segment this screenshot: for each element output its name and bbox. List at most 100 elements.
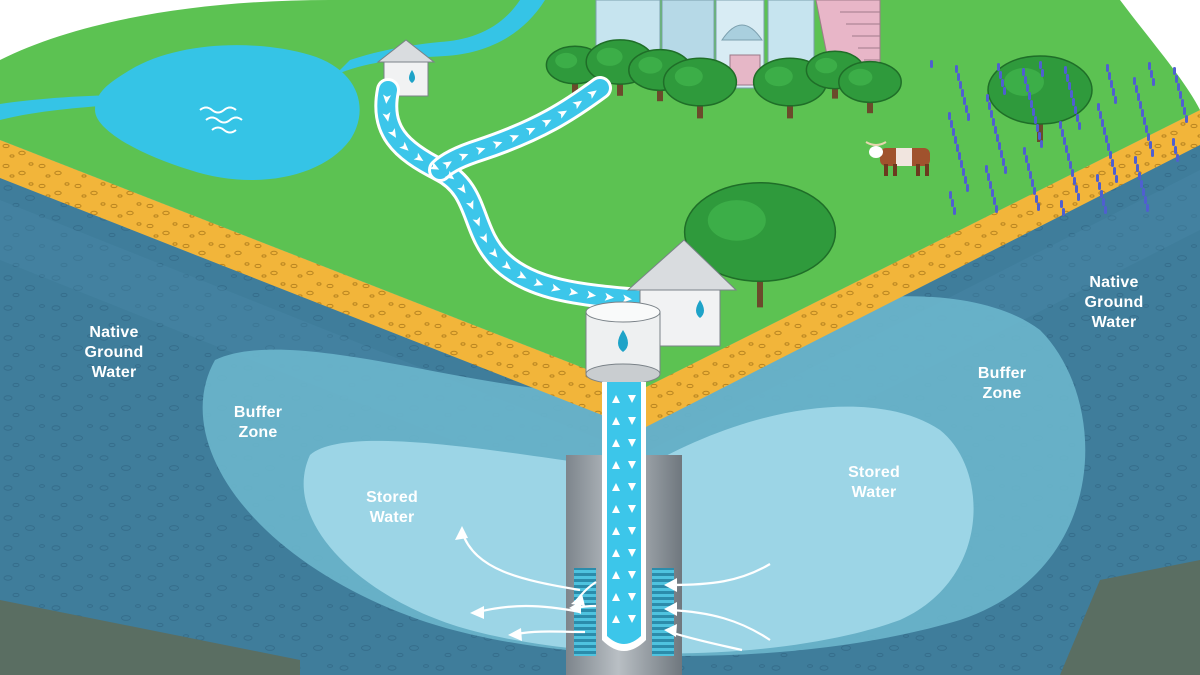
longhorn-cow-icon	[865, 141, 930, 176]
bluebonnet	[1022, 68, 1025, 76]
flow-arrow	[413, 152, 424, 162]
bluebonnet	[1143, 117, 1146, 125]
bluebonnet	[1145, 125, 1148, 133]
bluebonnet	[1071, 169, 1074, 177]
bluebonnet	[952, 128, 955, 136]
flow-arrow-icon	[612, 395, 636, 623]
flow-arrow	[458, 153, 469, 162]
flow-arrow	[475, 147, 486, 155]
label-stored-water-right: Stored Water	[848, 464, 900, 501]
bluebonnet	[1181, 99, 1184, 107]
bluebonnet	[1176, 154, 1179, 162]
bluebonnet	[1067, 153, 1070, 161]
bluebonnet	[950, 120, 953, 128]
bluebonnet	[1076, 114, 1079, 122]
bluebonnet	[990, 110, 993, 118]
flow-arrow	[628, 571, 636, 579]
bluebonnet	[1003, 87, 1006, 95]
bluebonnet	[956, 144, 959, 152]
flow-arrow-icon	[455, 526, 677, 641]
bluebonnet	[1141, 109, 1144, 117]
bluebonnet	[955, 65, 958, 73]
bluebonnet	[1104, 206, 1107, 214]
bluebonnet	[1026, 84, 1029, 92]
bluebonnet	[1105, 135, 1108, 143]
flow-arrow	[628, 593, 636, 601]
flow-arrow	[382, 112, 391, 122]
bluebonnet	[967, 113, 970, 121]
soil-layer	[0, 110, 1200, 430]
bluebonnet	[1134, 156, 1137, 164]
bluebonnet	[994, 126, 997, 134]
flow-arrow	[612, 417, 620, 425]
bluebonnet	[961, 89, 964, 97]
flow-arrow	[387, 128, 397, 138]
flow-arrow	[525, 127, 536, 136]
bluebonnet	[1066, 74, 1069, 82]
bluebonnet	[1173, 67, 1176, 75]
flow-arrow	[444, 170, 455, 180]
bluebonnet	[1036, 124, 1039, 132]
bluebonnet	[1151, 149, 1154, 157]
bluebonnet	[1032, 108, 1035, 116]
bluebonnet	[1077, 193, 1080, 201]
flow-arrow	[612, 571, 620, 579]
tree-icon	[662, 57, 738, 119]
flow-arrow	[628, 549, 636, 557]
water-drop-icon	[409, 70, 415, 83]
bluebonnet	[1137, 93, 1140, 101]
bluebonnet	[964, 176, 967, 184]
flow-arrow	[492, 141, 503, 149]
flow-arrow	[622, 294, 632, 303]
flow-arrow	[612, 527, 620, 535]
wellhead-tank	[585, 301, 661, 385]
bluebonnet	[1111, 159, 1114, 167]
flow-arrow	[628, 439, 636, 447]
flow-arrow	[572, 100, 583, 110]
flow-arrow	[541, 119, 552, 128]
flow-arrow	[587, 90, 597, 99]
bluebonnet	[1098, 182, 1101, 190]
bluebonnet	[987, 173, 990, 181]
flow-arrow	[429, 161, 440, 170]
bluebonnet	[1135, 85, 1138, 93]
bluebonnet	[951, 199, 954, 207]
bluebonnet	[993, 197, 996, 205]
flow-arrow	[628, 615, 636, 623]
bluebonnet	[1038, 132, 1041, 140]
bluebonnet	[1065, 145, 1068, 153]
bedrock-layer	[0, 560, 1200, 675]
bluebonnet	[996, 134, 999, 142]
bluebonnet	[1059, 121, 1062, 129]
flow-arrow	[628, 527, 636, 535]
water-ripple-icon	[199, 106, 243, 134]
bluebonnet	[1183, 107, 1186, 115]
bluebonnet	[989, 181, 992, 189]
water-drop-icon	[618, 330, 628, 352]
bluebonnet	[997, 63, 1000, 71]
bluebonnet	[1074, 106, 1077, 114]
bluebonnet	[1075, 185, 1078, 193]
bluebonnet	[1072, 98, 1075, 106]
label-native-ground-water-right: Native Ground Water	[1084, 274, 1144, 331]
flow-arrow	[383, 94, 392, 104]
bluebonnet	[1030, 100, 1033, 108]
bluebonnet	[1150, 70, 1153, 78]
flow-arrow	[612, 593, 620, 601]
bluebonnet	[949, 191, 952, 199]
bluebonnet	[998, 142, 1001, 150]
bluebonnet	[1179, 91, 1182, 99]
flow-arrow	[612, 395, 620, 403]
bluebonnet	[1027, 163, 1030, 171]
bluebonnet	[992, 118, 995, 126]
bluebonnet	[1029, 171, 1032, 179]
bluebonnet	[1069, 161, 1072, 169]
bluebonnet	[1152, 78, 1155, 86]
bluebonnet	[1107, 143, 1110, 151]
flow-arrow	[612, 483, 620, 491]
bluebonnet	[1062, 208, 1065, 216]
label-buffer-zone-left: Buffer Zone	[233, 404, 283, 441]
bluebonnet	[1002, 158, 1005, 166]
bluebonnet	[957, 73, 960, 81]
